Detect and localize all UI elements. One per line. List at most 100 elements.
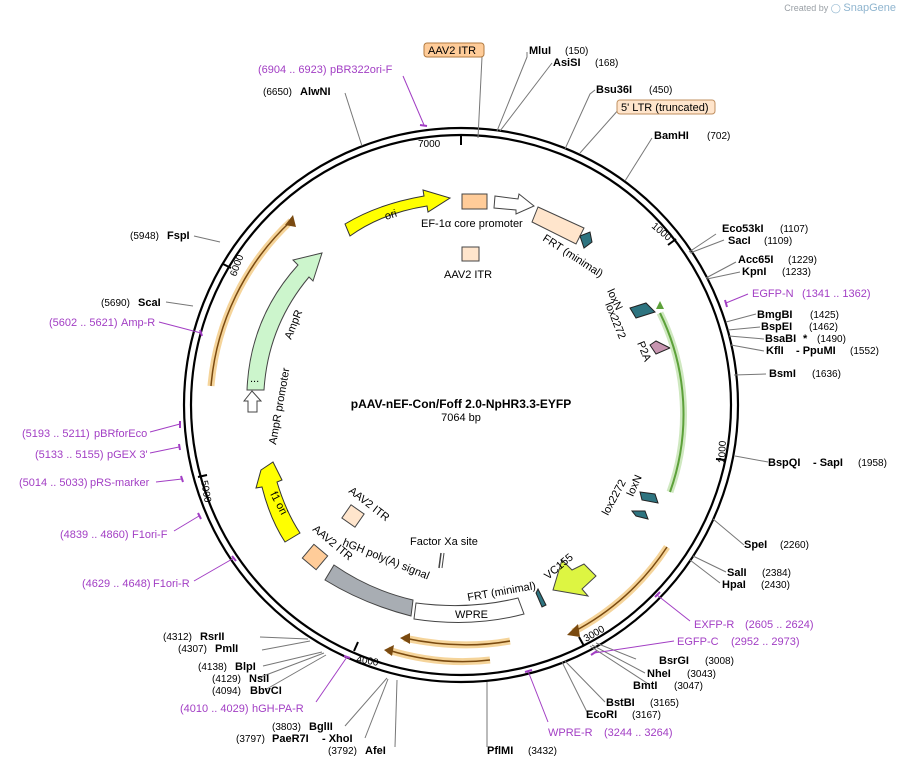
site-bbvci: BbvCI bbox=[250, 685, 282, 697]
site-blpi: BlpI bbox=[235, 661, 256, 673]
ampr-promoter-label: AmpR promoter bbox=[267, 367, 292, 446]
primer-pgex3: pGEX 3' bbox=[107, 449, 148, 461]
site-bbvci-pos: (4094) bbox=[212, 686, 241, 697]
site-sali-pos: (2384) bbox=[762, 568, 791, 579]
snapgene-logo-icon: ◯ bbox=[830, 3, 841, 13]
primer-amp-r-range: (5602 .. 5621) bbox=[49, 317, 118, 329]
site-mlui-pos: (150) bbox=[565, 46, 588, 57]
frt-top-feature bbox=[531, 206, 585, 245]
site-sali: SalI bbox=[727, 567, 747, 579]
primer-pbrforeco-range: (5193 .. 5211) bbox=[22, 428, 90, 440]
tick-7000: 7000 bbox=[418, 139, 441, 150]
lox2272-bot-feature bbox=[639, 491, 659, 504]
loxn-bot-feature bbox=[630, 510, 649, 520]
site-bspei-pos: (1462) bbox=[809, 322, 838, 333]
site-bsmi-pos: (1636) bbox=[812, 369, 841, 380]
site-bsabi-pos: (1490) bbox=[817, 334, 846, 345]
ampr-promoter-feature bbox=[242, 390, 263, 413]
site-bstbi-pos: (3165) bbox=[650, 698, 679, 709]
primer-hgh-pa-r-range: (4010 .. 4029) bbox=[180, 703, 249, 715]
site-hpai: HpaI bbox=[722, 579, 746, 591]
primer-wpre-r-range: (3244 .. 3264) bbox=[604, 727, 673, 739]
primer-wpre-r: WPRE-R bbox=[548, 727, 593, 739]
site-bsrgi-pos: (3008) bbox=[705, 656, 734, 667]
site-bsmi: BsmI bbox=[769, 368, 796, 380]
plasmid-name: pAAV-nEF-Con/Foff 2.0-NpHR3.3-EYFP bbox=[351, 397, 571, 411]
site-bglii-pos: (3803) bbox=[272, 722, 301, 733]
site-xhoi: - XhoI bbox=[322, 733, 353, 745]
ori-label: ori bbox=[383, 208, 398, 223]
primer-exfp-r-range: (2605 .. 2624) bbox=[745, 619, 814, 631]
primer-egfp-c: EGFP-C bbox=[677, 636, 719, 648]
site-eco53ki: Eco53kI bbox=[722, 223, 764, 235]
orange-orf-right-feature bbox=[571, 545, 670, 636]
primer-amp-r: Amp-R bbox=[121, 317, 155, 329]
ampr-label: AmpR bbox=[283, 308, 306, 341]
ori-feature bbox=[344, 189, 452, 237]
hgh-polya-feature bbox=[324, 564, 414, 617]
tick-4000: 4000 bbox=[355, 654, 379, 669]
site-scai: ScaI bbox=[138, 297, 161, 309]
site-hpai-pos: (2430) bbox=[761, 580, 790, 591]
site-asisi-pos: (168) bbox=[595, 58, 618, 69]
site-bsrgi: BsrGI bbox=[659, 655, 689, 667]
wpre-label: WPRE bbox=[455, 609, 488, 621]
factor-xa-label: Factor Xa site bbox=[410, 536, 478, 548]
frt-bot-feature bbox=[535, 587, 547, 608]
site-nsii-pos: (4129) bbox=[212, 674, 241, 685]
site-bmti: BmtI bbox=[633, 680, 657, 692]
f1ori-feature bbox=[255, 461, 301, 543]
site-blpi-pos: (4138) bbox=[198, 662, 227, 673]
aav2-itr-left2-feature bbox=[301, 543, 329, 571]
ampr-feature bbox=[246, 252, 323, 391]
primer-f1ori-r-range: (4629 .. 4648) bbox=[82, 578, 151, 590]
wpre-feature bbox=[413, 597, 525, 624]
site-bmti-pos: (3047) bbox=[674, 681, 703, 692]
site-bsabi-star: * bbox=[803, 333, 808, 345]
site-bsu36i: Bsu36I bbox=[596, 84, 632, 96]
p2a-label: P2A bbox=[634, 340, 653, 364]
primer-pbr322ori-f: pBR322ori-F bbox=[330, 64, 393, 76]
site-bmgbi: BmgBI bbox=[757, 309, 792, 321]
site-bsu36i-pos: (450) bbox=[649, 85, 672, 96]
site-ecori: EcoRI bbox=[586, 709, 617, 721]
lox2272-top-feature bbox=[629, 302, 656, 319]
site-eco53ki-pos: (1107) bbox=[780, 224, 808, 235]
ltr-truncated-label: 5' LTR (truncated) bbox=[621, 102, 708, 114]
primer-prs-marker: pRS-marker bbox=[90, 477, 150, 489]
primer-egfp-n-range: (1341 .. 1362) bbox=[802, 288, 871, 300]
site-spei-pos: (2260) bbox=[780, 540, 809, 551]
site-kpni: KpnI bbox=[742, 266, 766, 278]
site-saci-pos: (1109) bbox=[764, 236, 792, 247]
vc155-feature bbox=[552, 559, 597, 597]
site-fspi: FspI bbox=[167, 230, 190, 242]
site-bspei: BspEI bbox=[761, 321, 792, 333]
site-alwni-pos: (6650) bbox=[263, 87, 292, 98]
site-acc65i-pos: (1229) bbox=[788, 255, 817, 266]
site-pflmi: PflMI bbox=[487, 745, 513, 757]
tick-2000: 2000 bbox=[717, 440, 729, 463]
site-bmgbi-pos: (1425) bbox=[810, 310, 839, 321]
site-rsrii: RsrII bbox=[200, 631, 224, 643]
ampr-dots-label: ... bbox=[250, 373, 259, 385]
primer-f1ori-f-range: (4839 .. 4860) bbox=[60, 529, 129, 541]
site-nsii: NsiI bbox=[249, 673, 269, 685]
primer-prs-marker-range: (5014 .. 5033) bbox=[19, 477, 88, 489]
aav2-itr-inner-label: AAV2 ITR bbox=[444, 269, 492, 281]
site-bstbi: BstBI bbox=[606, 697, 635, 709]
site-ppumi: - PpuMI bbox=[796, 345, 836, 357]
site-pmli: PmlI bbox=[215, 643, 238, 655]
site-asisi: AsiSI bbox=[553, 57, 581, 69]
aav2-itr-left1-feature bbox=[341, 504, 365, 528]
primer-egfp-n: EGFP-N bbox=[752, 288, 794, 300]
aav2-itr-top-feature bbox=[461, 193, 488, 210]
site-paer7i: PaeR7I bbox=[272, 733, 309, 745]
primer-pbr322ori-f-range: (6904 .. 6923) bbox=[258, 64, 327, 76]
site-nhei: NheI bbox=[647, 668, 671, 680]
site-ecori-pos: (3167) bbox=[632, 710, 661, 721]
site-bamhi: BamHI bbox=[654, 130, 689, 142]
primer-hgh-pa-r: hGH-PA-R bbox=[252, 703, 304, 715]
site-bspqi-pos: (1958) bbox=[858, 458, 887, 469]
site-spei: SpeI bbox=[744, 539, 767, 551]
